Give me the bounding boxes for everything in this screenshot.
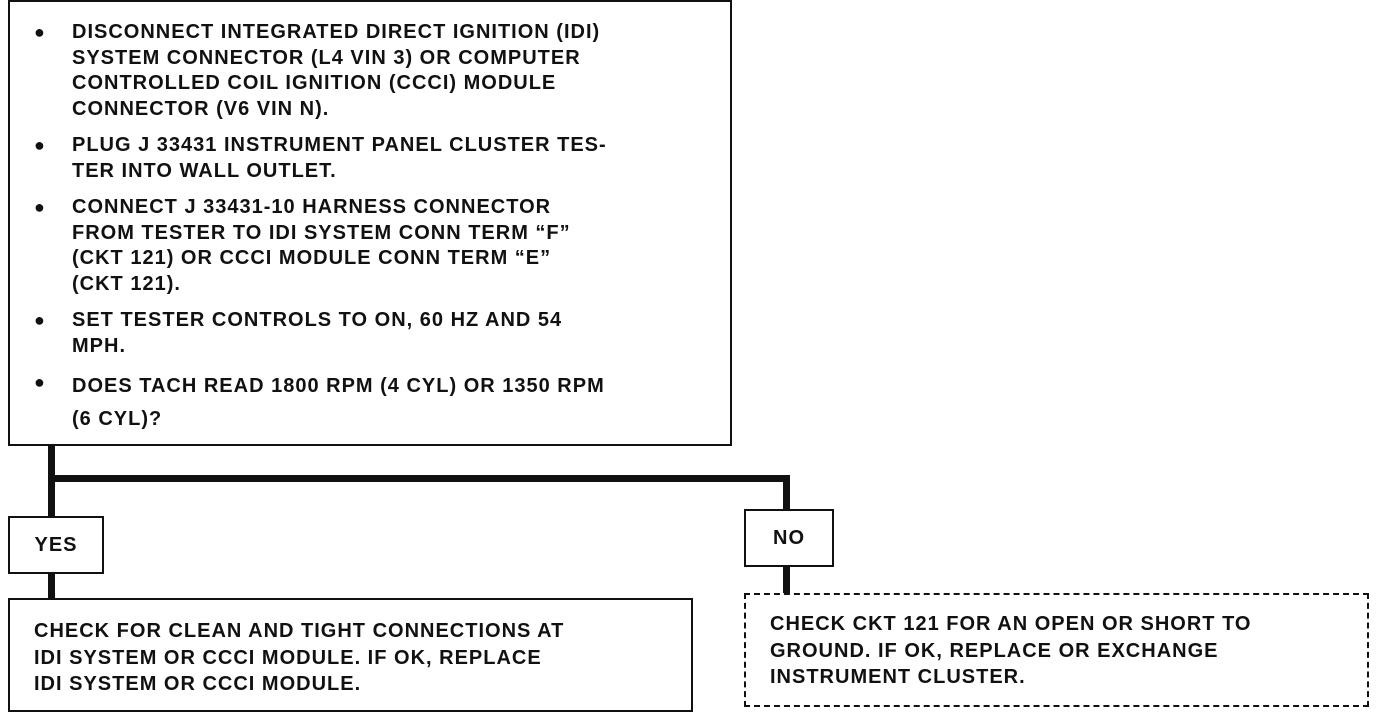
connector-branch xyxy=(48,475,790,482)
bullet-icon: ● xyxy=(34,197,46,217)
bullet-icon: ● xyxy=(34,372,46,392)
step-item: ● PLUG J 33431 INSTRUMENT PANEL CLUSTER … xyxy=(34,133,710,184)
yes-result-text: CHECK FOR CLEAN AND TIGHT CONNECTIONS AT… xyxy=(34,620,565,695)
bullet-icon: ● xyxy=(34,310,46,330)
no-label: NO xyxy=(773,526,805,549)
bullet-icon: ● xyxy=(34,135,46,155)
diagnostic-steps-box: ● DISCONNECT INTEGRATED DIRECT IGNITION … xyxy=(8,0,732,446)
step-item: ● SET TESTER CONTROLS TO ON, 60 HZ AND 5… xyxy=(34,308,710,359)
step-text: CONNECT J 33431-10 HARNESS CONNECTOR FRO… xyxy=(72,196,571,295)
step-text: SET TESTER CONTROLS TO ON, 60 HZ AND 54 … xyxy=(72,309,563,357)
bullet-icon: ● xyxy=(34,22,46,42)
step-text: DISCONNECT INTEGRATED DIRECT IGNITION (I… xyxy=(72,21,601,120)
step-item: ● DOES TACH READ 1800 RPM (4 CYL) OR 135… xyxy=(34,370,710,436)
connector-no-drop xyxy=(783,475,790,511)
step-item: ● CONNECT J 33431-10 HARNESS CONNECTOR F… xyxy=(34,195,710,297)
connector-yes-result xyxy=(48,574,55,600)
yes-result-box: CHECK FOR CLEAN AND TIGHT CONNECTIONS AT… xyxy=(8,598,693,712)
connector-no-result xyxy=(783,567,790,595)
step-item: ● DISCONNECT INTEGRATED DIRECT IGNITION … xyxy=(34,20,710,122)
step-text: PLUG J 33431 INSTRUMENT PANEL CLUSTER TE… xyxy=(72,134,607,182)
yes-answer-box: YES xyxy=(8,516,104,574)
yes-label: YES xyxy=(34,533,78,556)
no-answer-box: NO xyxy=(744,509,834,567)
no-result-box: CHECK CKT 121 FOR AN OPEN OR SHORT TO GR… xyxy=(744,593,1369,707)
step-text: DOES TACH READ 1800 RPM (4 CYL) OR 1350 … xyxy=(72,375,605,430)
no-result-text: CHECK CKT 121 FOR AN OPEN OR SHORT TO GR… xyxy=(770,613,1252,688)
